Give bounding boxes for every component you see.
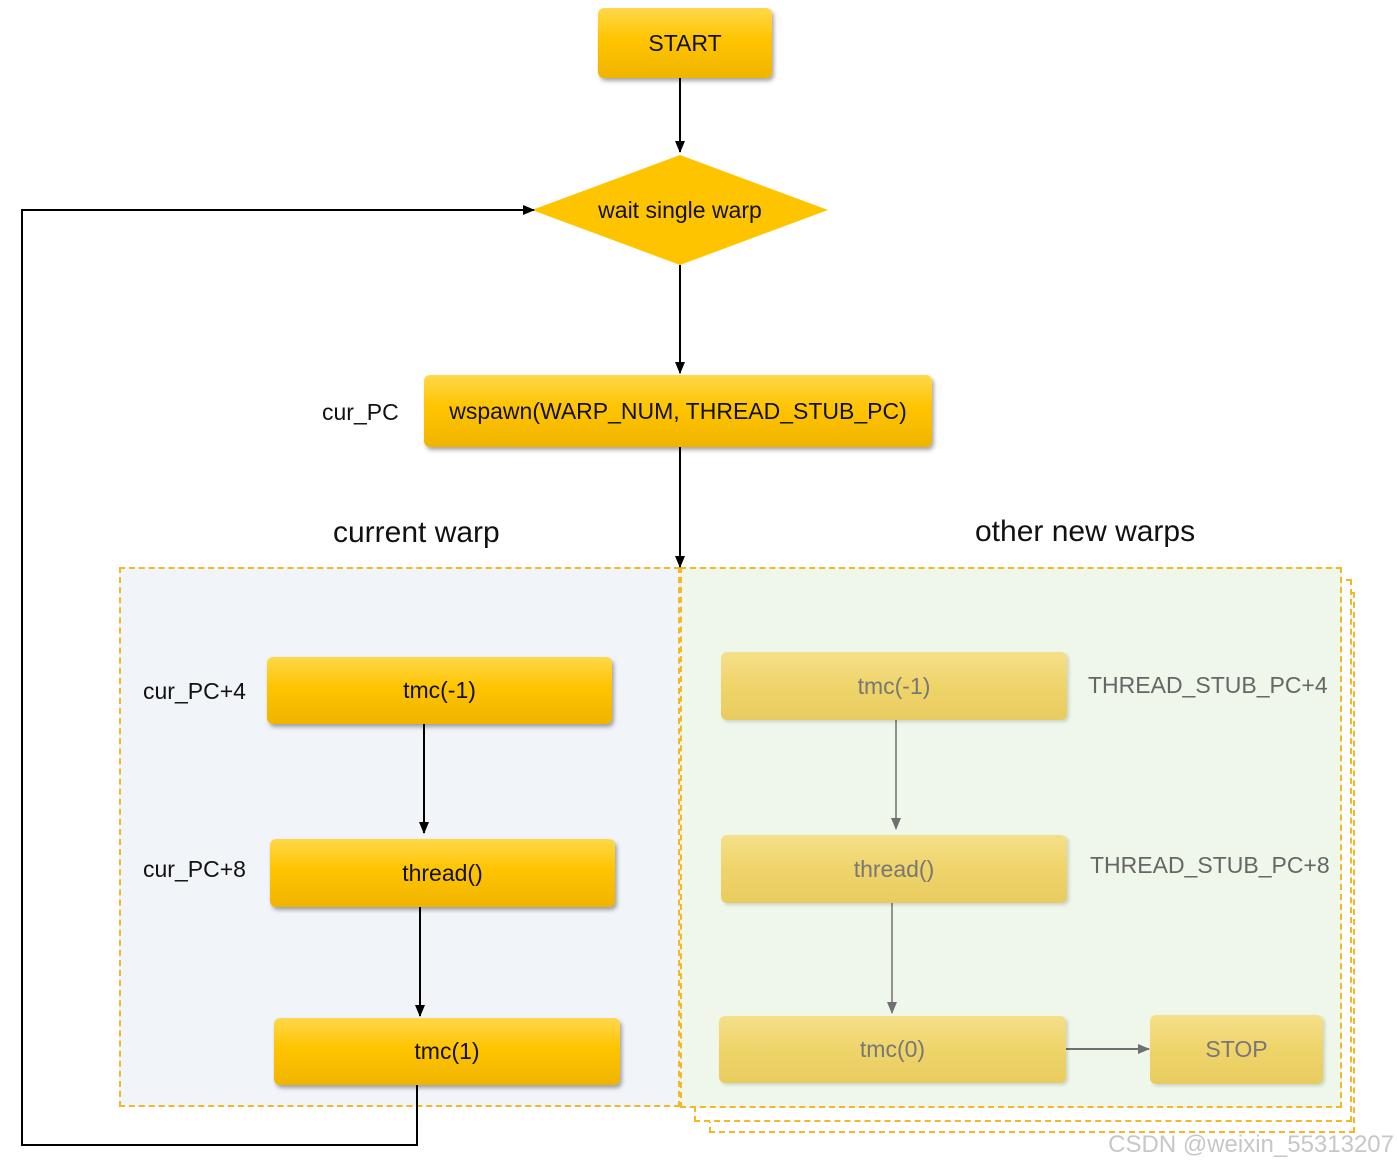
cur-pc-8-label: cur_PC+8 bbox=[143, 856, 246, 882]
other-tmc-neg1-node: tmc(-1) bbox=[721, 652, 1067, 720]
current-tmc1-node: tmc(1) bbox=[274, 1018, 620, 1085]
other-new-warps-title: other new warps bbox=[975, 515, 1196, 548]
other-thread-node: thread() bbox=[721, 835, 1067, 903]
current-warp-title: current warp bbox=[333, 516, 500, 549]
start-node: START bbox=[598, 8, 772, 78]
stop-node: STOP bbox=[1150, 1015, 1323, 1084]
thread-stub-pc-8-label: THREAD_STUB_PC+8 bbox=[1090, 852, 1330, 878]
thread-stub-pc-4-label: THREAD_STUB_PC+4 bbox=[1088, 672, 1328, 698]
cur-pc-4-label: cur_PC+4 bbox=[143, 678, 246, 704]
current-tmc-neg1-node: tmc(-1) bbox=[267, 657, 612, 724]
current-thread-node: thread() bbox=[270, 839, 615, 907]
cur-pc-label: cur_PC bbox=[322, 399, 399, 425]
other-tmc0-node: tmc(0) bbox=[719, 1016, 1066, 1083]
wait-single-warp-node: wait single warp bbox=[598, 196, 762, 223]
watermark: CSDN @weixin_55313207 bbox=[1108, 1131, 1394, 1158]
wait-diamond-shape bbox=[532, 155, 828, 265]
loop-back-arrow bbox=[21, 205, 535, 1146]
wspawn-node: wspawn(WARP_NUM, THREAD_STUB_PC) bbox=[424, 375, 932, 447]
